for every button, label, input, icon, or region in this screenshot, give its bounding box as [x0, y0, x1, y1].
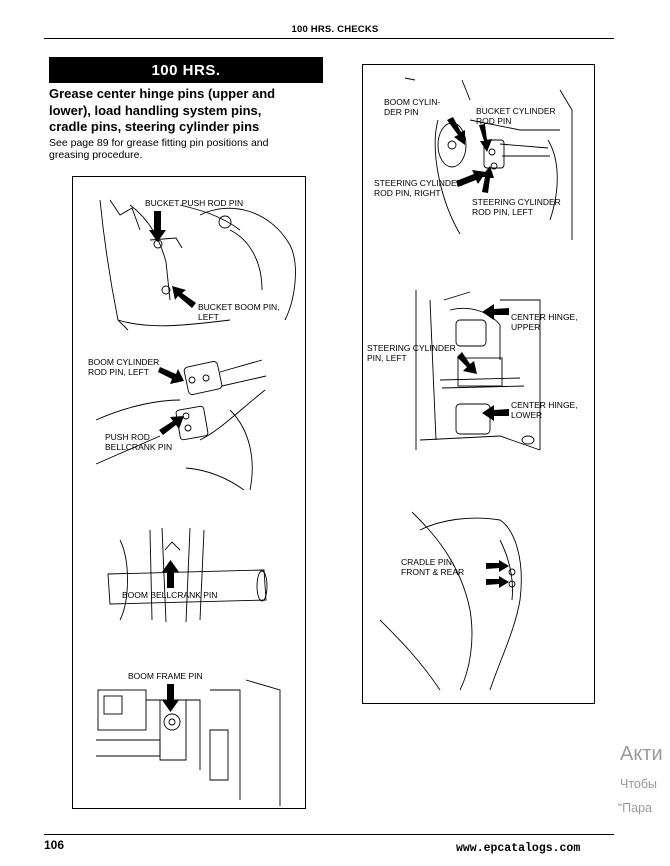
boom-cylinder-rod-pin-label: ROD PIN, LEFT [88, 367, 149, 377]
section-heading: Grease center hinge pins (upper and lowe… [49, 86, 329, 136]
steering-cylinder-pin-left-label: STEERING CYLINDER [367, 343, 456, 353]
center-hinge-lower-label: CENTER HINGE, [511, 400, 578, 410]
website-link[interactable]: www.epcatalogs.com [456, 842, 581, 855]
arrow-icon [158, 367, 184, 384]
center-hinge-illustration [415, 290, 541, 451]
right-arrows [447, 117, 509, 588]
heading-line: cradle pins, steering cylinder pins [49, 119, 260, 134]
arrow-icon [149, 211, 166, 242]
bucket-cylinder-rod-pin-label: BUCKET CYLINDER [476, 106, 556, 116]
boom-frame-pin-label: BOOM FRAME PIN [128, 671, 203, 681]
boom-cylinder-rod-pin-label: BOOM CYLINDER [88, 357, 159, 367]
bucket-boom-pin-label: LEFT [198, 312, 219, 322]
boom-bellcrank-pin-label: BOOM BELLCRANK PIN [122, 590, 217, 600]
arrow-icon [482, 304, 509, 320]
boom-cylinder-illustration [95, 359, 267, 491]
boom-cylinder-pin-label: DER PIN [384, 107, 418, 117]
arrow-icon [447, 117, 465, 145]
steering-cylinder-rod-pin-left-label: ROD PIN, LEFT [472, 207, 533, 217]
footer-rule [44, 834, 614, 835]
arrow-icon [482, 405, 509, 421]
activation-watermark: Акти [620, 743, 663, 765]
arrow-icon [159, 416, 184, 435]
heading-line: lower), load handling system pins, [49, 102, 262, 118]
body-line: See page 89 for grease fitting pin posit… [49, 137, 269, 149]
cradle-pin-label: FRONT & REAR [401, 567, 464, 577]
steering-cylinder-rod-pin-left-label: STEERING CYLINDER [472, 197, 561, 207]
center-hinge-upper-label: UPPER [511, 322, 540, 332]
arrow-icon [162, 684, 179, 712]
left-arrows [149, 211, 196, 712]
arrow-icon [457, 352, 477, 374]
center-hinge-upper-label: CENTER HINGE, [511, 312, 578, 322]
steering-cylinder-rod-pin-right-label: ROD PIN, RIGHT [374, 188, 441, 198]
activation-watermark: Чтобы [620, 777, 658, 791]
arrow-icon [486, 576, 509, 588]
push-rod-bellcrank-pin-label: BELLCRANK PIN [105, 442, 172, 452]
heading-line: Grease center hinge pins (upper and [49, 86, 276, 101]
boom-cylinder-right-illustration [404, 77, 573, 240]
activation-watermark: “Пара [618, 801, 653, 815]
left-figure-frame [72, 176, 306, 809]
bucket-cylinder-rod-pin-label: ROD PIN [476, 116, 511, 126]
page-number: 106 [44, 838, 65, 852]
cradle-illustration [379, 511, 522, 691]
arrow-icon [172, 286, 196, 308]
center-hinge-lower-label: LOWER [511, 410, 542, 420]
steering-cylinder-pin-left-label: PIN, LEFT [367, 353, 407, 363]
arrow-icon [486, 560, 509, 572]
bucket-boom-pin-label: BUCKET BOOM PIN, [198, 302, 280, 312]
boom-frame-illustration [96, 679, 281, 806]
section-banner: 100 HRS. [49, 57, 323, 83]
arrow-icon [479, 124, 492, 152]
body-line: greasing procedure. [49, 149, 143, 161]
boom-cylinder-pin-label: BOOM CYLIN- [384, 97, 440, 107]
cradle-pin-label: CRADLE PIN, [401, 557, 454, 567]
section-body: See page 89 for grease fitting pin posit… [49, 137, 329, 161]
page-header-title: 100 HRS. CHECKS [291, 24, 379, 35]
arrow-icon [162, 560, 179, 588]
boom-bellcrank-illustration [107, 527, 268, 623]
arrow-icon [456, 170, 486, 187]
right-figure-frame [362, 64, 595, 704]
arrow-icon [481, 166, 494, 193]
steering-cylinder-rod-pin-right-label: STEERING CYLINDER [374, 178, 463, 188]
push-rod-bellcrank-pin-label: PUSH ROD [105, 432, 150, 442]
bucket-push-rod-pin-label: BUCKET PUSH ROD PIN [145, 198, 243, 208]
header-rule [44, 38, 614, 39]
